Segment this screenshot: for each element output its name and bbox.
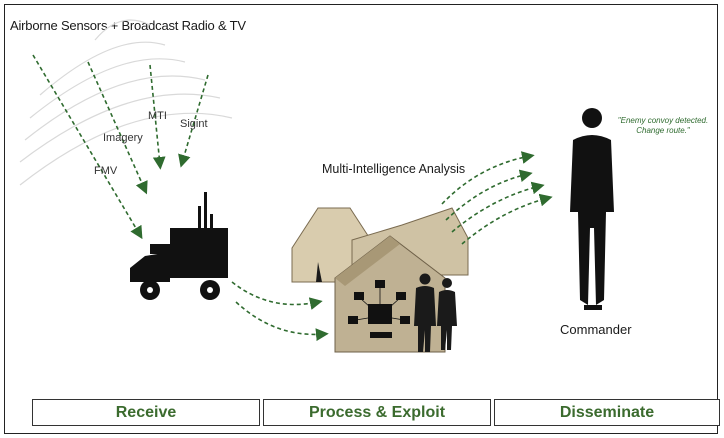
sensor-label-sigint: Sigint bbox=[180, 118, 208, 130]
sigint-arrow bbox=[178, 74, 209, 168]
vehicle-icon bbox=[130, 192, 228, 300]
stage-process-exploit: Process & Exploit bbox=[263, 399, 491, 426]
fmv-arrow bbox=[32, 54, 143, 240]
sensor-label-fmv: FMV bbox=[94, 165, 118, 177]
imagery-arrow bbox=[87, 61, 148, 195]
network-nodes bbox=[348, 280, 410, 338]
sensor-label-imagery: Imagery bbox=[103, 132, 143, 144]
sensor-arrows bbox=[32, 54, 209, 240]
analysis-to-commander-arrows bbox=[441, 151, 553, 245]
commander-label: Commander bbox=[560, 322, 632, 337]
stage-receive: Receive bbox=[32, 399, 260, 426]
diagram-frame bbox=[4, 4, 718, 434]
commander-figure bbox=[570, 108, 614, 310]
sensor-label-mti: MTI bbox=[148, 110, 167, 122]
analyst-figures bbox=[414, 273, 457, 352]
vehicle-to-analysis-arrows bbox=[231, 281, 329, 342]
commander-quote: "Enemy convoy detected. Change route." bbox=[617, 116, 709, 135]
diagram-title: Airborne Sensors + Broadcast Radio & TV bbox=[10, 18, 246, 33]
analysis-label: Multi-Intelligence Analysis bbox=[322, 162, 466, 176]
radio-waves bbox=[19, 19, 233, 186]
stage-disseminate: Disseminate bbox=[494, 399, 720, 426]
mti-arrow bbox=[149, 64, 166, 170]
